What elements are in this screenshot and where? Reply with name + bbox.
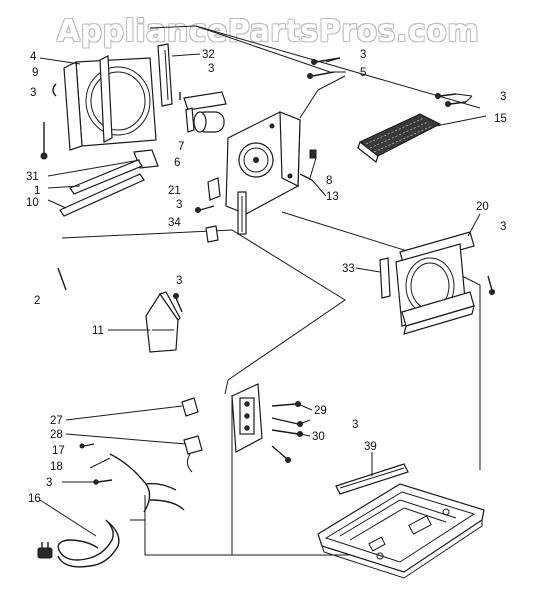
screw-center	[195, 205, 215, 213]
control-panel	[231, 383, 263, 453]
upright-bracket-33	[379, 257, 391, 299]
thermostat-28	[183, 435, 203, 473]
callout-2: 2	[34, 295, 40, 307]
screw-right	[487, 275, 495, 295]
callout-5: 5	[360, 67, 366, 79]
callout-31: 31	[26, 171, 39, 183]
screw-left	[40, 122, 48, 160]
callout-3-far-right: 3	[500, 221, 506, 233]
callout-3-bracket: 3	[176, 275, 182, 287]
rod-2	[57, 267, 67, 291]
screw-17	[79, 443, 95, 449]
callout-6: 6	[174, 157, 180, 169]
watermark-text: AppliancePartsPros.com	[56, 14, 480, 49]
rail-1	[69, 159, 143, 195]
screw-13	[299, 173, 313, 181]
panel-screws	[271, 401, 303, 463]
center-fan-housing	[225, 111, 301, 235]
seal-39	[335, 463, 409, 495]
callout-3-cord: 3	[46, 477, 52, 489]
callout-10: 10	[26, 197, 39, 209]
callout-27: 27	[50, 415, 63, 427]
rail-10	[59, 173, 145, 217]
callout-7: 7	[178, 141, 184, 153]
callout-32: 32	[202, 49, 215, 61]
leader-lines	[39, 53, 487, 537]
callout-28: 28	[50, 429, 63, 441]
right-fan-shroud	[395, 231, 475, 335]
callout-3-panel: 3	[352, 419, 358, 431]
callout-17: 17	[52, 445, 65, 457]
air-filter	[357, 113, 442, 163]
callout-29: 29	[314, 405, 327, 417]
callout-18: 18	[50, 461, 63, 473]
callout-3-right: 3	[500, 91, 506, 103]
screw-bracket	[173, 293, 183, 313]
switch-27	[181, 397, 199, 417]
screws-upper-right	[435, 93, 467, 107]
callout-16: 16	[28, 493, 41, 505]
power-cord	[37, 453, 185, 568]
callout-3-capacitor: 3	[208, 63, 214, 75]
callout-39: 39	[364, 441, 377, 453]
capacitor	[179, 91, 227, 133]
callout-13: 13	[326, 191, 339, 203]
callout-30: 30	[312, 431, 325, 443]
callout-21: 21	[168, 185, 181, 197]
callout-3-center: 3	[176, 199, 182, 211]
callout-3-top: 3	[360, 49, 366, 61]
callout-1: 1	[34, 185, 40, 197]
relay-21	[207, 177, 221, 201]
callout-33: 33	[342, 263, 355, 275]
callout-34: 34	[168, 217, 181, 229]
callout-20: 20	[476, 201, 489, 213]
screw-cord	[93, 479, 113, 485]
callout-4: 4	[30, 51, 37, 63]
screws-upper-center	[307, 57, 341, 79]
callout-3-left: 3	[30, 87, 36, 99]
callout-8: 8	[326, 175, 332, 187]
callout-11: 11	[92, 325, 104, 337]
bracket-11	[145, 291, 181, 353]
left-fan-shroud	[63, 55, 157, 151]
base-pan	[317, 483, 485, 579]
callout-15: 15	[494, 113, 507, 125]
clip-34	[205, 225, 219, 243]
callout-9: 9	[32, 67, 38, 79]
clip-8	[309, 149, 317, 159]
clip-9	[52, 83, 57, 97]
upright-bracket-32	[157, 43, 173, 107]
callout-labels: 4 9 3 31 1 10 32 3 3 5 3 15 7 6 8 13 21 …	[26, 49, 507, 505]
